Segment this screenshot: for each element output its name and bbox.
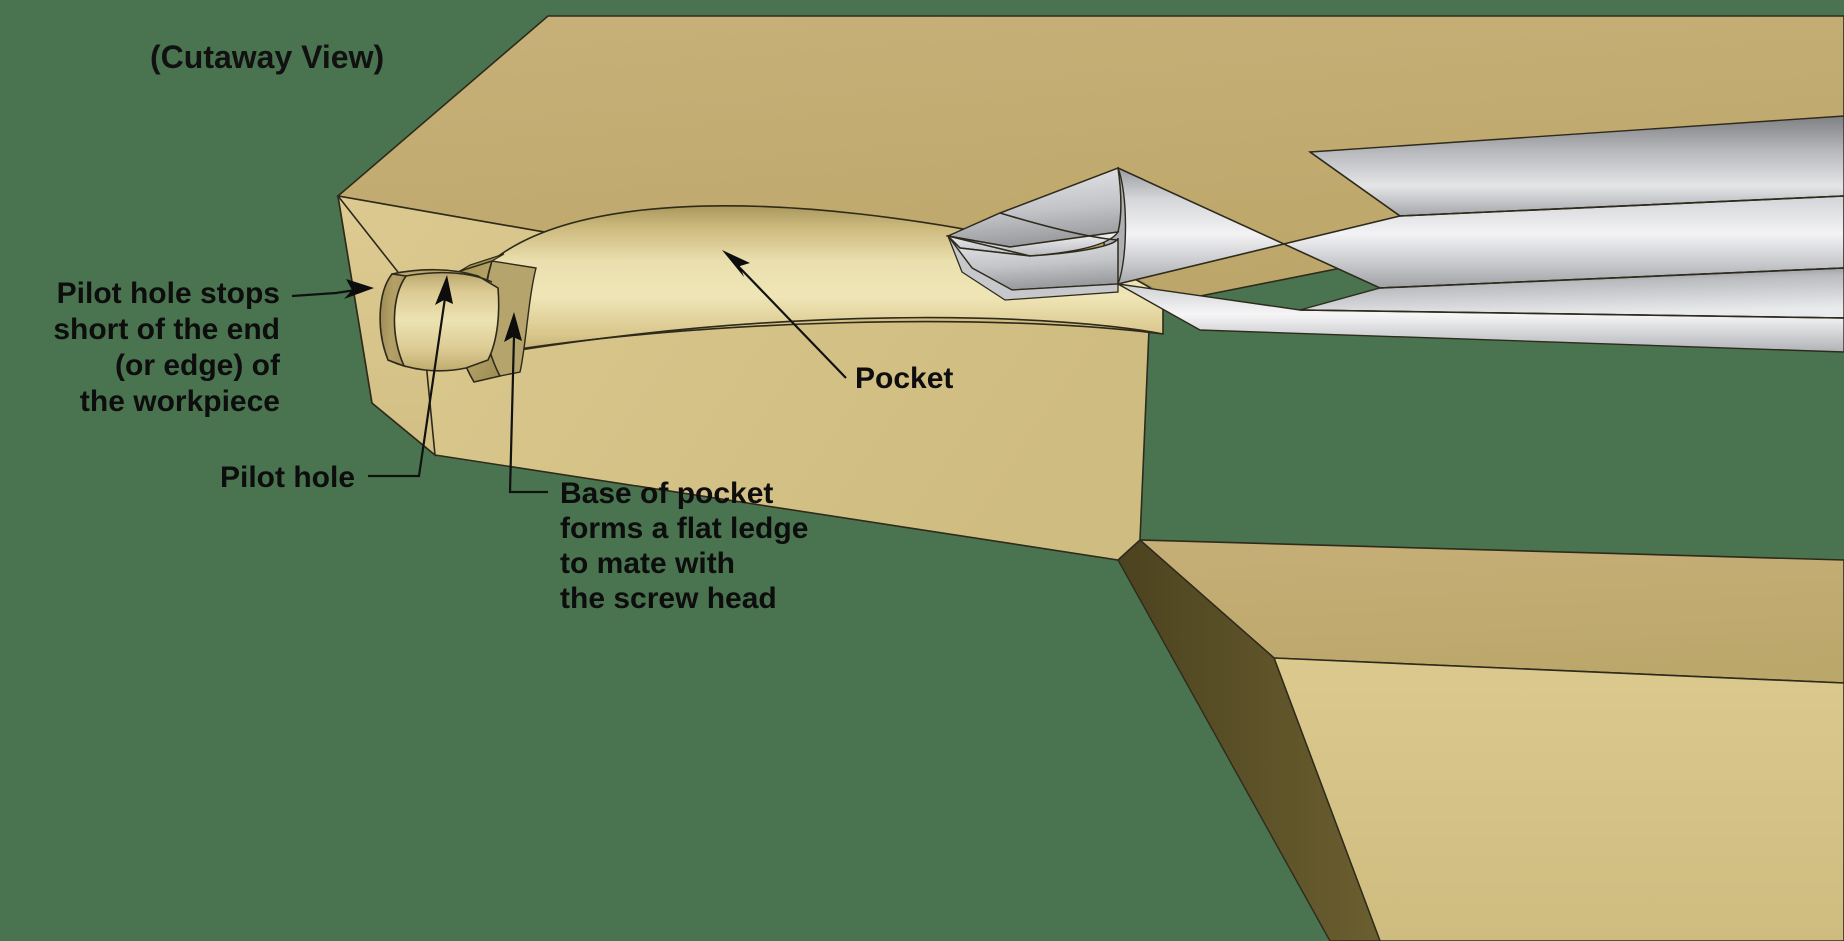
pilot-cylinder-highlight <box>405 271 493 283</box>
annotation-line: the screw head <box>560 582 777 615</box>
leader-lines-group <box>291 250 847 494</box>
pilot-hole-end-cap <box>379 273 408 368</box>
drill-flute-line-2 <box>1379 267 1844 289</box>
leader-arrowhead-pilot-hole-stops <box>344 279 374 299</box>
annotation-line: Pilot hole stops <box>57 277 280 310</box>
annotation-line: to mate with <box>560 547 735 580</box>
drill-tip-helix-line <box>999 212 1119 241</box>
annotation-pocket: Pocket <box>855 362 953 395</box>
step-drill-bit <box>945 115 1844 353</box>
page-title: (Cutaway View) <box>150 39 384 75</box>
annotation-line: the workpiece <box>80 385 280 418</box>
leader-line-base-of-pocket <box>508 335 548 494</box>
pilot-bore <box>379 268 500 372</box>
annotation-pilot-hole-stops: Pilot hole stops short of the end (or ed… <box>53 277 281 418</box>
annotation-line: Pilot hole <box>220 461 355 494</box>
drill-body-bottom-land <box>1117 283 1844 353</box>
leader-line-pilot-hole <box>368 297 447 478</box>
annotation-line: (or edge) of <box>115 349 281 382</box>
annotation-line: Base of pocket <box>560 477 773 510</box>
pocket-lower-contour <box>499 320 1164 353</box>
annotation-line: Pocket <box>855 362 953 395</box>
leader-arrowhead-base-of-pocket <box>504 312 522 342</box>
leader-arrowhead-pilot-hole <box>435 275 453 305</box>
pocket-ledge-notch <box>459 253 505 272</box>
pilot-cylinder-body <box>387 268 500 372</box>
leader-line-pocket <box>739 267 847 379</box>
drill-tip-point-facet <box>947 235 1119 301</box>
annotation-line: short of the end <box>53 313 280 346</box>
annotation-pilot-hole: Pilot hole <box>220 461 355 494</box>
drill-flute-line-3 <box>1299 309 1844 319</box>
annotation-line: forms a flat ledge <box>560 512 808 545</box>
annotation-base-of-pocket: Base of pocket forms a flat ledge to mat… <box>560 477 808 615</box>
lower-workpiece <box>1117 539 1844 941</box>
drill-tip-chisel-line <box>947 235 1031 257</box>
leader-arrowhead-pocket <box>722 250 750 277</box>
leader-line-pilot-hole-stops <box>291 288 357 298</box>
drill-flute-line-1 <box>1309 151 1844 217</box>
